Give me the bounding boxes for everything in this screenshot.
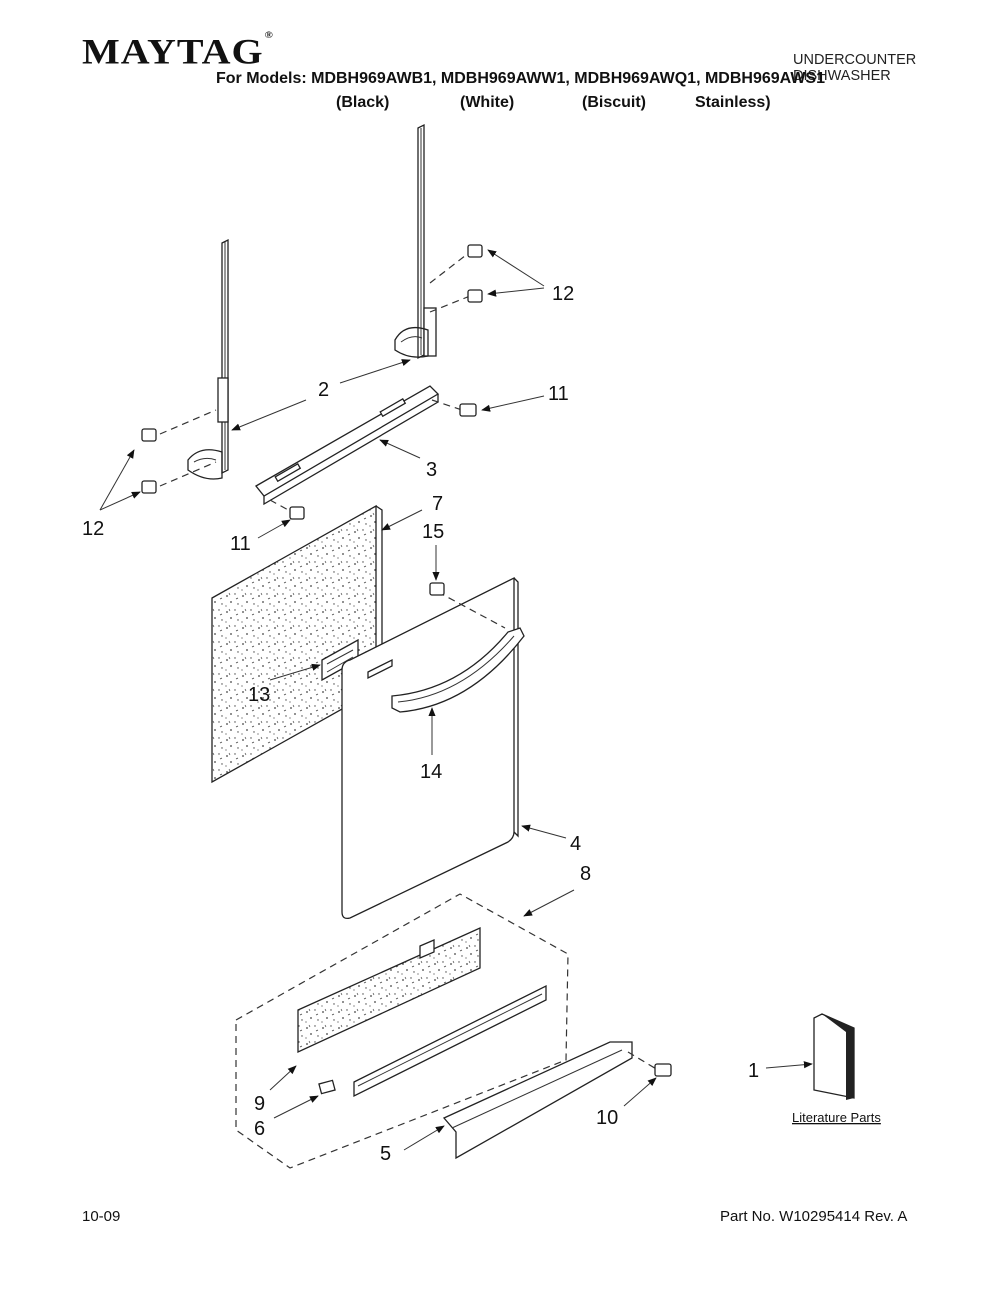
brand-name: MAYTAG [82, 30, 264, 72]
hinge-screws [141, 244, 483, 494]
callout-9: 9 [254, 1093, 265, 1115]
callout-5: 5 [380, 1143, 391, 1165]
variant-white: (White) [460, 94, 515, 111]
models-line: For Models: MDBH969AWB1, MDBH969AWW1, MD… [216, 70, 825, 87]
callout-7: 7 [432, 493, 443, 515]
callout-10: 10 [596, 1107, 618, 1129]
callout-12-upper: 12 [552, 283, 574, 305]
literature-parts-label: Literature Parts [792, 1110, 881, 1125]
hinge-support-bracket [255, 385, 477, 520]
product-type-line1: UNDERCOUNTER [793, 52, 917, 68]
callout-14: 14 [420, 761, 442, 783]
callout-8: 8 [580, 863, 591, 885]
brand-logo: MAYTAG® [82, 30, 274, 72]
right-door-hinge [394, 123, 437, 360]
callout-1: 1 [748, 1060, 759, 1082]
callout-12-lower: 12 [82, 518, 104, 540]
callout-3: 3 [426, 459, 437, 481]
outer-door-panel [341, 576, 519, 920]
left-door-hinge [187, 238, 229, 480]
literature-booklet [813, 1013, 855, 1100]
part-number: Part No. W10295414 Rev. A [720, 1208, 908, 1225]
revision-date: 10-09 [82, 1208, 121, 1225]
toe-panel-strip [318, 984, 547, 1098]
callout-4: 4 [570, 833, 581, 855]
toe-panel-kit-boundary [235, 893, 569, 1169]
variant-biscuit: (Biscuit) [582, 94, 646, 111]
product-type: UNDERCOUNTER DISHWASHER [793, 52, 916, 84]
variant-stainless: Stainless) [695, 94, 771, 111]
callout-11-upper: 11 [548, 383, 569, 405]
callout-15: 15 [422, 521, 444, 543]
toe-panel-insulation [297, 926, 481, 1054]
toe-kick-panel [442, 1041, 672, 1160]
registered-mark: ® [264, 30, 274, 41]
variant-black: (Black) [336, 94, 390, 111]
door-handle [391, 582, 525, 713]
leader-lines [99, 249, 813, 1151]
callout-2: 2 [318, 379, 329, 401]
product-type-line2: DISHWASHER [793, 68, 891, 84]
callout-13: 13 [248, 684, 270, 706]
callout-6: 6 [254, 1118, 265, 1140]
callout-11-lower: 11 [230, 533, 251, 555]
